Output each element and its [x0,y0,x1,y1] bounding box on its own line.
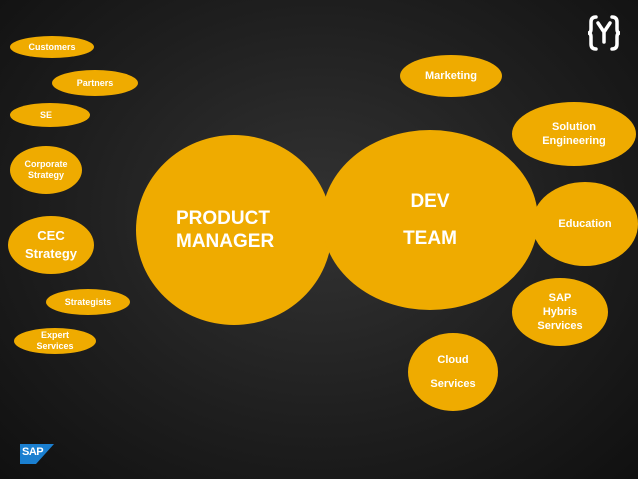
sap-logo-text: SAP [22,446,44,458]
cec-strategy-node: CEC Strategy [8,216,94,274]
cloud-services-node: Cloud Services [408,333,498,411]
cec-strategy-label: CEC Strategy [24,228,78,261]
se-label: SE [40,109,53,120]
education-label: Education [558,218,612,230]
product-manager-label: PRODUCT MANAGER [176,208,275,252]
corporate-strategy-label: Corporate Strategy [24,159,68,180]
marketing-node: Marketing [400,55,502,97]
sap-hybris-services-node: SAP Hybris Services [512,278,608,346]
expert-services-node: Expert Services [14,328,96,354]
strategists-label: Strategists [64,296,112,307]
dev-team-hub: DEV TEAM [322,130,538,310]
cloud-services-label: Cloud Services [430,354,476,390]
education-node: Education [532,182,638,266]
y-brace-logo-icon [587,14,621,52]
partners-label: Partners [76,77,114,88]
se-node: SE [10,103,90,127]
expert-services-label: Expert Services [36,330,74,351]
sap-hybris-services-label: SAP Hybris Services [537,292,583,332]
marketing-label: Marketing [425,70,477,82]
corporate-strategy-node: Corporate Strategy [10,146,82,194]
customers-label: Customers [28,41,76,52]
sap-logo: SAP [20,444,54,464]
product-manager-hub: PRODUCT MANAGER [136,135,332,325]
solution-engineering-label: Solution Engineering [542,121,606,147]
solution-engineering-node: Solution Engineering [512,102,636,166]
strategists-node: Strategists [46,289,130,315]
customers-node: Customers [10,36,94,58]
partners-node: Partners [52,70,138,96]
dev-team-label: DEV TEAM [403,191,457,249]
